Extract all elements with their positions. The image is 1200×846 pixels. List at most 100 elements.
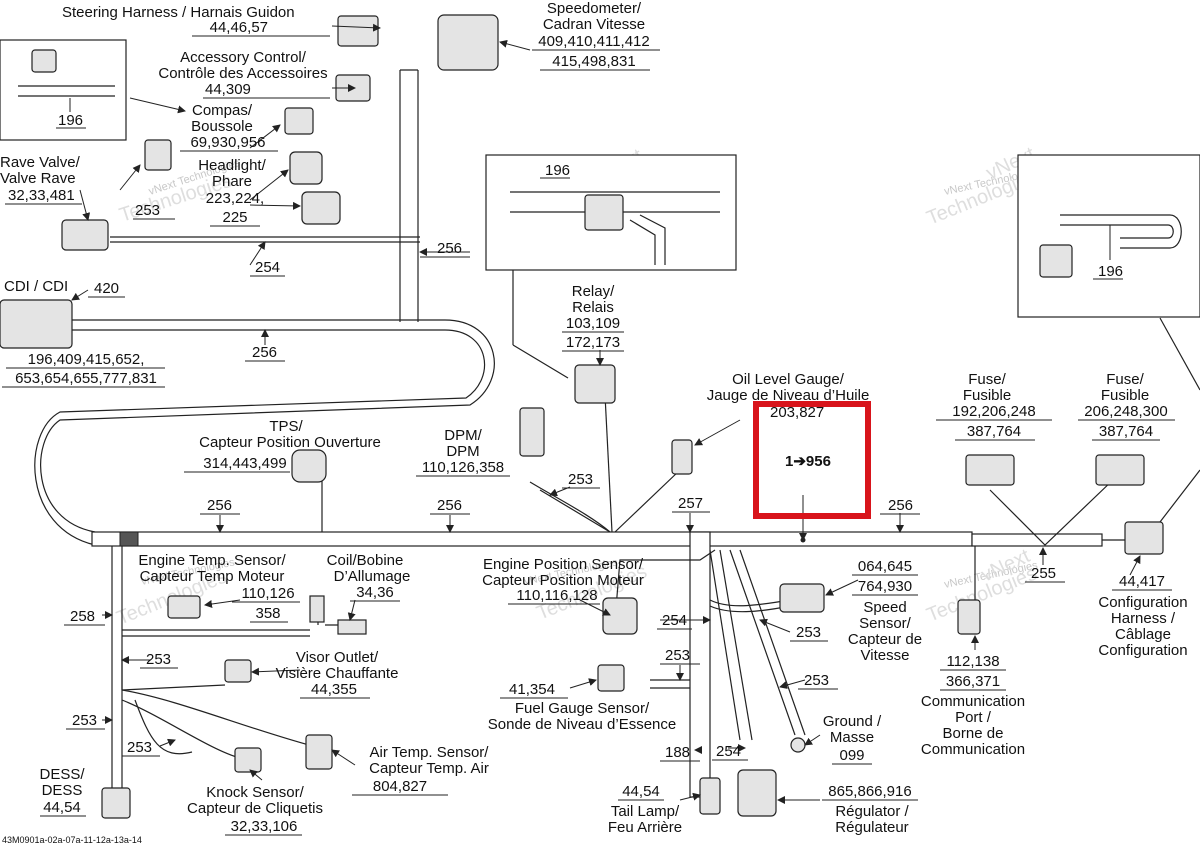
speed-label: Speed: [863, 599, 906, 616]
wire: [134, 699, 193, 755]
wire: [604, 394, 613, 533]
headlight-wires: 225: [222, 209, 247, 226]
engine-temp-label: Engine Temp. Sensor/: [138, 552, 286, 569]
accessory-wires: 44,309: [205, 81, 251, 98]
rave-wires: 32,33,481: [8, 187, 75, 204]
leader: [79, 189, 91, 221]
wire-number: 196: [545, 162, 570, 179]
speedometer-wires: 415,498,831: [552, 53, 635, 70]
compas-connector-icon: [284, 107, 314, 135]
leader: [1129, 555, 1141, 576]
main-harness: [971, 533, 1103, 547]
speed-wires: 064,645: [858, 558, 912, 575]
comm-label: Communication: [921, 693, 1025, 710]
relay-label: Relais: [572, 299, 614, 316]
cdi-connector-icon: [0, 299, 73, 349]
wire: [989, 477, 1116, 546]
rave-label: Valve Rave: [0, 170, 76, 187]
fuse-label: Fuse/: [968, 371, 1006, 388]
config-wires: 44,417: [1119, 573, 1165, 590]
wire-number: 188: [665, 744, 690, 761]
fuel-label: Fuel Gauge Sensor/: [515, 700, 650, 717]
tail-lamp-label: Tail Lamp/: [611, 803, 680, 820]
speed-label: Sensor/: [859, 615, 912, 632]
speed-connector-icon: [779, 583, 825, 613]
fuse-label: Fusible: [963, 387, 1011, 404]
engine-position-label: Engine Position Sensor/: [483, 556, 644, 573]
wire-number: 196: [58, 112, 83, 129]
regulator-label: Régulateur: [835, 819, 908, 836]
connector-icon: [31, 49, 57, 73]
regulator-label: Régulator /: [835, 803, 909, 820]
leader: [249, 241, 266, 266]
relay-wires: 172,173: [566, 334, 620, 351]
wire: [614, 469, 681, 533]
coil-wires: 34,36: [356, 584, 394, 601]
speedometer-wires: 409,410,411,412: [538, 33, 650, 50]
engine-temp-wires: 358: [255, 605, 280, 622]
oil-label: Jauge de Niveau d’Huile: [707, 387, 870, 404]
headlight-connector-icon: [301, 191, 341, 225]
coil-label: D’Allumage: [334, 568, 411, 585]
leader: [779, 679, 806, 689]
wire-number: 257: [678, 495, 703, 512]
harness-clip: [119, 531, 139, 547]
visor-connector-icon: [224, 659, 252, 683]
wire: [529, 481, 611, 533]
highlight-label: 1➔956: [785, 453, 831, 470]
inset-box-top-center: 196: [485, 154, 737, 271]
wire-number: 256: [252, 344, 277, 361]
headlight-connector-icon: [289, 151, 323, 185]
dpm-label: DPM/: [444, 427, 482, 444]
comm-wires: 112,138: [946, 653, 999, 670]
inset-frame: [0, 39, 127, 141]
connector-icon: [584, 194, 624, 231]
rave-connector-icon: [144, 139, 172, 171]
oil-wires: 203,827: [770, 404, 824, 421]
dess-label: DESS/: [39, 766, 85, 783]
fuse-connector-icon: [1095, 454, 1145, 486]
ground-label: Ground /: [823, 713, 882, 730]
wire-number: 256: [888, 497, 913, 514]
fuel-connector-icon: [597, 664, 625, 692]
leader: [331, 749, 356, 766]
drawing-code: 43M0901a-02a-07a-11-12a-13a-14: [2, 835, 142, 845]
wire-number: 253: [135, 202, 160, 219]
relay-connector-icon: [574, 364, 616, 404]
rave-label: Rave Valve/: [0, 154, 81, 171]
wire-number: 253: [804, 672, 829, 689]
leader: [71, 289, 89, 301]
wire-number: 256: [437, 240, 462, 257]
wire-number: 254: [255, 259, 280, 276]
ground-label: Masse: [830, 729, 874, 746]
oil-connector-icon: [671, 439, 693, 475]
compas-label: Boussole: [191, 118, 253, 135]
comm-wires: 366,371: [946, 673, 1000, 690]
fuse-wires: 206,248,300: [1084, 403, 1167, 420]
air-temp-label: Air Temp. Sensor/: [370, 744, 490, 761]
wire: [1159, 317, 1200, 391]
dpm-connector-icon: [519, 407, 545, 457]
regulator-wires: 865,866,916: [828, 783, 911, 800]
tps-wires: 314,443,499: [203, 455, 286, 472]
leader: [679, 792, 701, 801]
leader: [579, 599, 611, 616]
fuse-wires: 387,764: [1099, 423, 1153, 440]
wire-number: 255: [1031, 565, 1056, 582]
wire: [739, 549, 806, 736]
engine-temp-label: Capteur Temp Moteur: [140, 568, 285, 585]
wire: [729, 549, 796, 736]
steering-wires: 44,46,57: [210, 19, 268, 36]
wire: [1060, 224, 1174, 239]
steering-label: Steering Harness / Harnais Guidon: [62, 4, 295, 21]
leader: [249, 124, 281, 149]
wire: [709, 549, 741, 741]
wire-number: 258: [70, 608, 95, 625]
visor-label: Visor Outlet/: [296, 649, 379, 666]
leader: [204, 599, 241, 608]
tail-lamp-wires: 44,54: [622, 783, 660, 800]
comm-label: Communication: [921, 741, 1025, 758]
wire: [614, 549, 716, 621]
coil-connector-icon: [337, 619, 367, 635]
